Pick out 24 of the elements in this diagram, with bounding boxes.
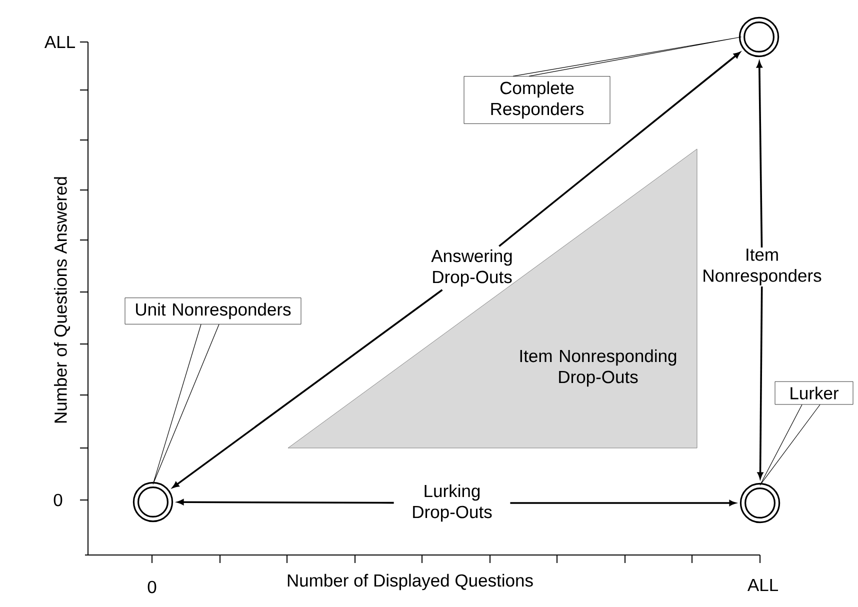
axis-label: Number of Questions Answered (54, 177, 70, 423)
region-label: Item Nonresponders (698, 248, 826, 286)
axis-label: 0 (148, 580, 156, 594)
callout-box: Unit Nonresponders (124, 298, 302, 324)
arrow (757, 286, 764, 479)
callout-box: Lurker (774, 381, 854, 405)
ring-marker (738, 16, 780, 58)
axis-label: 0 (54, 494, 62, 506)
ring-marker (740, 482, 780, 524)
arrow (756, 61, 763, 248)
callout-pointer (512, 36, 742, 76)
arrow (177, 499, 394, 505)
arrow (510, 500, 736, 506)
axis-label: ALL (747, 578, 778, 592)
region-label: Answering Drop-Outs (431, 249, 512, 287)
region-label: Lurking Drop-Outs (413, 484, 492, 522)
axis-label: Number of Displayed Questions (288, 574, 533, 590)
ring-marker (132, 482, 174, 522)
arrow (498, 52, 740, 247)
callout-pointer (152, 324, 220, 484)
arrow (172, 289, 443, 488)
callout-pointer (760, 404, 820, 486)
axis-label: ALL (44, 36, 75, 48)
callout-box: Complete Responders (464, 76, 610, 124)
